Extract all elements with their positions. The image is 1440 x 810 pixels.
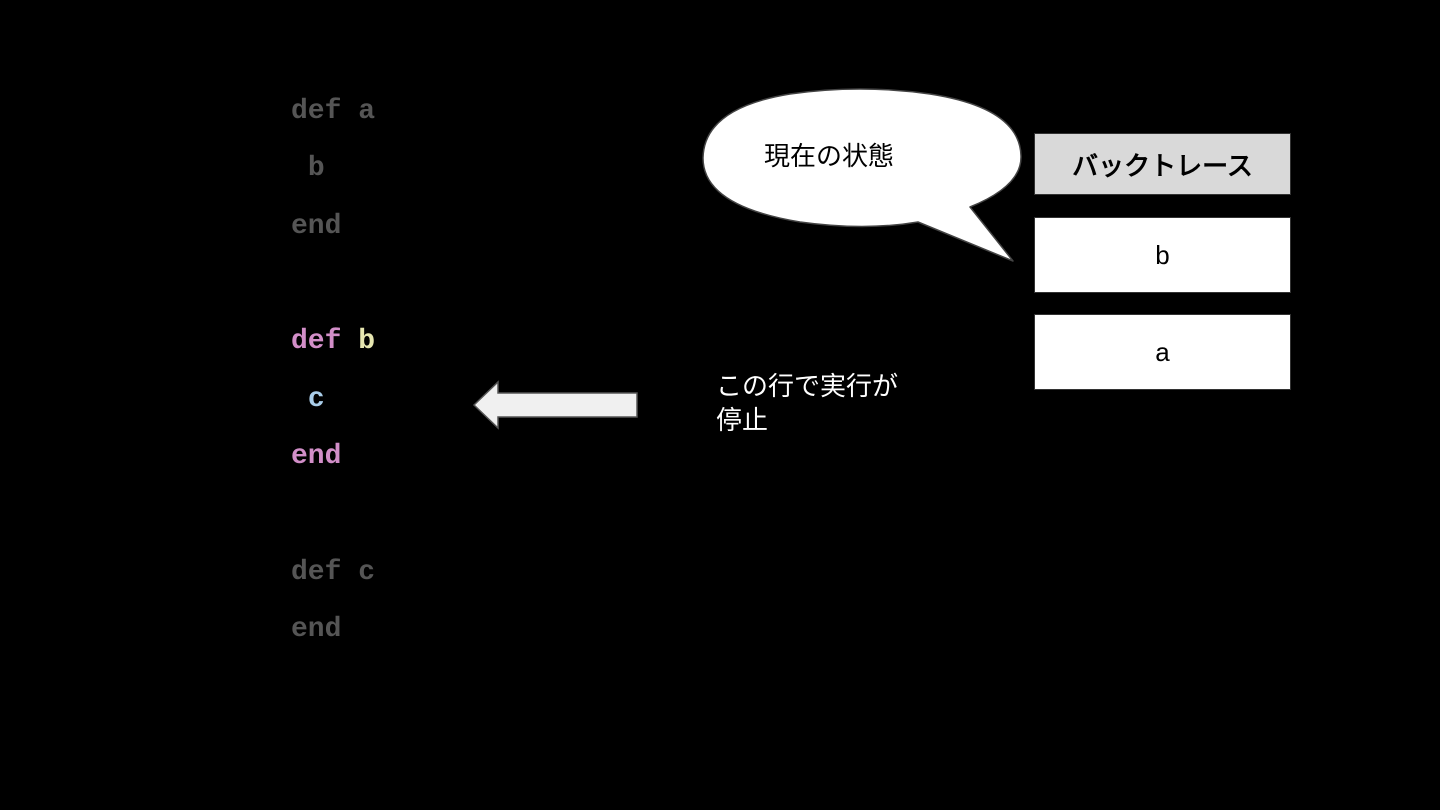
- code-line-end-a: end: [291, 211, 341, 243]
- code-call: c: [307, 384, 325, 415]
- code-keyword: end: [291, 441, 342, 472]
- code-line-def-c: def c: [291, 557, 375, 589]
- code-function-name: a: [358, 96, 376, 127]
- code-line-def-b: def b: [291, 326, 375, 358]
- stop-annotation-line2: 停止: [716, 406, 769, 436]
- stop-annotation: この行で実行が 停止: [716, 370, 898, 438]
- code-line-end-c: end: [291, 614, 341, 646]
- code-function-name: c: [358, 557, 376, 588]
- code-line-end-b: end: [291, 441, 341, 473]
- left-arrow-icon: [472, 380, 638, 430]
- code-keyword: def: [291, 96, 342, 127]
- speech-bubble: [702, 88, 1022, 262]
- stop-annotation-line1: この行で実行が: [716, 372, 899, 402]
- code-function-name: b: [358, 326, 376, 357]
- backtrace-frame-b: b: [1034, 217, 1291, 293]
- code-keyword: end: [291, 211, 342, 242]
- bubble-text: 現在の状態: [764, 142, 895, 172]
- code-line-call-c-current: c: [291, 384, 325, 416]
- code-line-def-a: def a: [291, 96, 375, 128]
- code-keyword: def: [291, 557, 342, 588]
- code-line-call-b: b: [291, 153, 325, 185]
- code-keyword: end: [291, 614, 342, 645]
- code-call: b: [307, 153, 325, 184]
- code-keyword: def: [291, 326, 342, 357]
- backtrace-frame-a: a: [1034, 314, 1291, 390]
- backtrace-header: バックトレース: [1034, 133, 1291, 195]
